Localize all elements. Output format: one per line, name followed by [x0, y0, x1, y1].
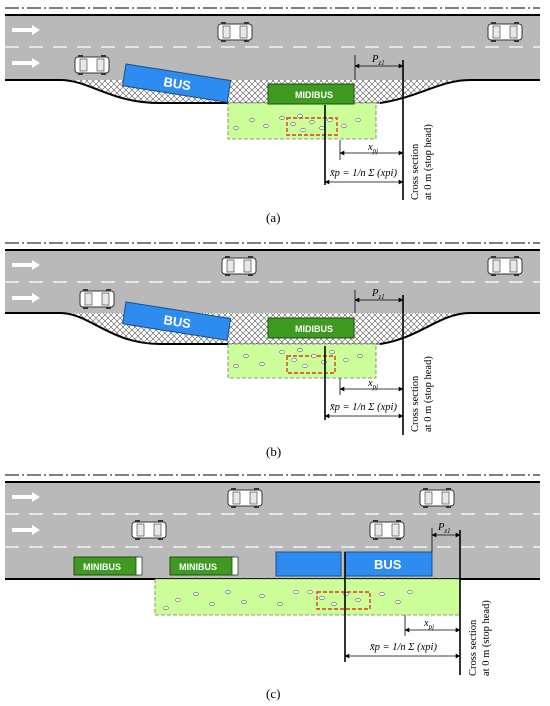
p-label: Pz1 — [371, 54, 385, 67]
svg-text:BUS: BUS — [163, 312, 193, 331]
panel-b: BUS MIDIBUS Pz1 xpj x̄p = 1/n Σ (xpi) Cr… — [5, 242, 540, 459]
svg-text:Pz1: Pz1 — [371, 288, 385, 301]
bus-vehicle: BUS — [121, 63, 232, 103]
minibus-vehicle: MINIBUS — [73, 556, 143, 576]
articulated-bus-vehicle: BUS — [275, 551, 433, 577]
svg-text:x̄p = 1/n Σ (xpi): x̄p = 1/n Σ (xpi) — [329, 402, 397, 413]
xp-label: xpj — [367, 142, 378, 155]
svg-text:Pz1: Pz1 — [437, 522, 451, 535]
svg-text:BUS: BUS — [374, 557, 402, 572]
bus-bay-hatch — [59, 79, 471, 104]
panel-caption: (c) — [266, 686, 280, 701]
svg-text:at 0 m (stop head): at 0 m (stop head) — [423, 356, 434, 432]
panel-caption: (b) — [266, 444, 281, 459]
panel-c: MINIBUS MINIBUS BUS Pz1 xpj x̄p — [5, 474, 540, 701]
passenger-cluster-box — [286, 117, 338, 136]
car — [74, 54, 110, 76]
svg-text:xpj: xpj — [423, 618, 434, 631]
cross-section-label: at 0 m (stop head) — [423, 124, 434, 200]
svg-text:MINIBUS: MINIBUS — [179, 562, 217, 572]
svg-text:Cross section: Cross section — [468, 619, 479, 676]
svg-text:MIDIBUS: MIDIBUS — [295, 90, 333, 100]
car — [487, 21, 523, 43]
svg-text:MIDIBUS: MIDIBUS — [295, 324, 333, 334]
panel-a: BUS MIDIBUS Pz1 xpj x̄p = 1/n Σ (xpi) Cr… — [5, 7, 540, 225]
svg-text:MINIBUS: MINIBUS — [83, 562, 121, 572]
cross-section-label: Cross section — [410, 143, 421, 200]
svg-text:Cross section: Cross section — [410, 375, 421, 432]
svg-text:at 0 m (stop head): at 0 m (stop head) — [481, 600, 492, 676]
midibus-vehicle: MIDIBUS — [267, 83, 355, 105]
mean-formula: x̄p = 1/n Σ (xpi) — [329, 168, 397, 179]
svg-text:x̄p = 1/n Σ (xpi): x̄p = 1/n Σ (xpi) — [369, 642, 437, 653]
minibus-vehicle: MINIBUS — [169, 556, 239, 576]
panel-caption: (a) — [266, 210, 280, 225]
svg-text:BUS: BUS — [163, 74, 193, 93]
svg-text:xpj: xpj — [367, 378, 378, 391]
car — [217, 21, 253, 43]
